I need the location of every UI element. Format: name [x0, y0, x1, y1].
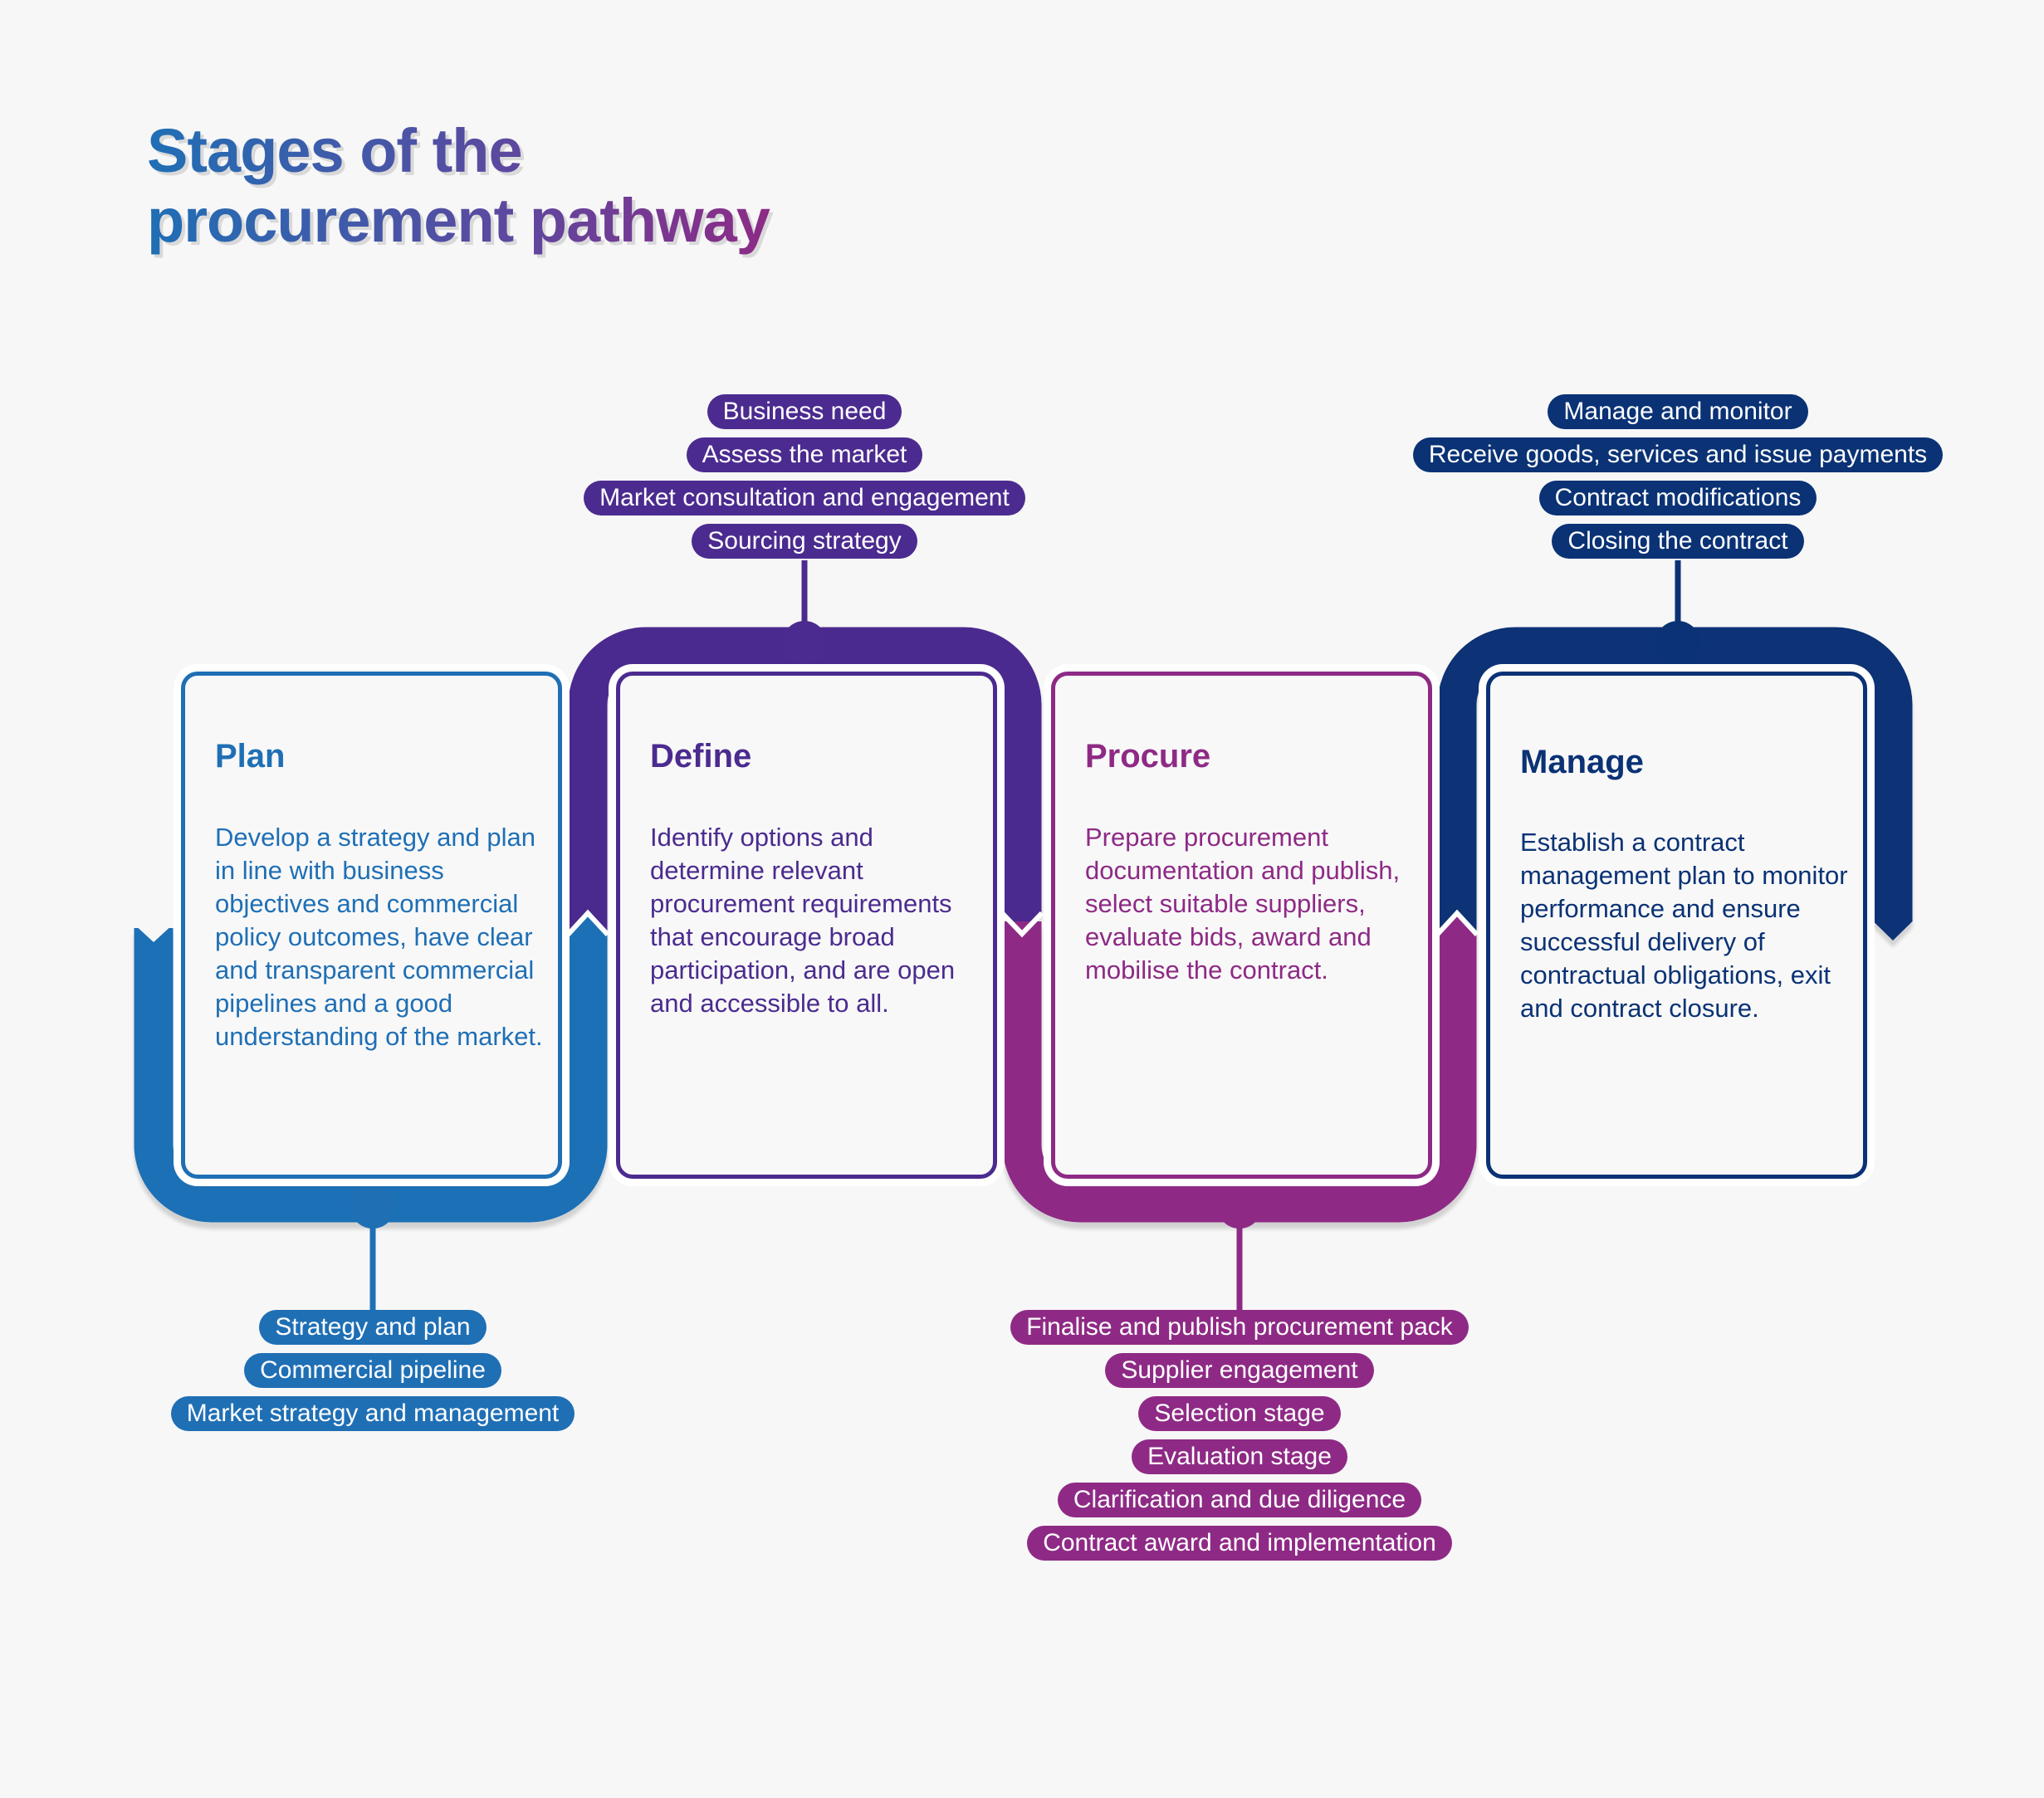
stage-title: Procure — [1085, 738, 1211, 774]
chevron-separator — [1435, 909, 1479, 937]
define-steps: Business need Assess the market Market c… — [389, 394, 1220, 559]
procure-connector-dot — [1217, 1184, 1262, 1229]
define-connector-dot — [782, 621, 827, 666]
step-pill: Selection stage — [1138, 1396, 1341, 1431]
manage-arrow-tip — [1873, 921, 1913, 941]
procure-steps: Finalise and publish procurement pack Su… — [824, 1310, 1655, 1561]
step-pill: Assess the market — [686, 437, 923, 472]
step-pill: Contract award and implementation — [1027, 1526, 1452, 1561]
plan-start-notch — [133, 923, 174, 942]
stage-title: Plan — [215, 738, 286, 774]
stage-card-manage: Manage Establish a contract management p… — [1486, 672, 1867, 1179]
step-pill: Clarification and due diligence — [1057, 1483, 1422, 1517]
step-pill: Finalise and publish procurement pack — [1010, 1310, 1469, 1345]
step-pill: Market strategy and management — [170, 1396, 575, 1431]
step-pill: Business need — [707, 394, 902, 429]
stage-card-procure: Procure Prepare procurement documentatio… — [1051, 672, 1432, 1179]
step-pill: Sourcing strategy — [692, 524, 917, 559]
stage-title: Manage — [1520, 744, 1644, 780]
manage-connector-dot — [1655, 621, 1700, 666]
stage-description: Identify options and determine relevant … — [650, 823, 956, 1018]
step-pill: Market consultation and engagement — [584, 481, 1025, 515]
chevron-separator — [1000, 911, 1044, 938]
stage-description: Develop a strategy and plan in line with… — [215, 823, 543, 1051]
step-pill: Strategy and plan — [259, 1310, 487, 1345]
stage-description: Establish a contract management plan to … — [1520, 828, 1848, 1023]
chevron-separator — [565, 909, 610, 937]
step-pill: Supplier engagement — [1105, 1353, 1374, 1388]
stage-title: Define — [650, 738, 752, 774]
step-pill: Evaluation stage — [1132, 1439, 1347, 1474]
step-pill: Manage and monitor — [1548, 394, 1808, 429]
stage-card-plan: Plan Develop a strategy and plan in line… — [181, 672, 562, 1179]
plan-connector-dot — [350, 1184, 395, 1229]
manage-steps: Manage and monitor Receive goods, servic… — [1263, 394, 2044, 559]
step-pill: Contract modifications — [1538, 481, 1817, 515]
plan-steps: Strategy and plan Commercial pipeline Ma… — [0, 1310, 788, 1431]
stage-description: Prepare procurement documentation and pu… — [1085, 823, 1401, 985]
plan-arrow-tip — [568, 913, 608, 935]
stage-card-define: Define Identify options and determine re… — [616, 672, 997, 1179]
step-pill: Receive goods, services and issue paymen… — [1412, 437, 1944, 472]
procure-arrow-tip — [1437, 913, 1477, 935]
step-pill: Commercial pipeline — [244, 1353, 501, 1388]
step-pill: Closing the contract — [1552, 524, 1804, 559]
